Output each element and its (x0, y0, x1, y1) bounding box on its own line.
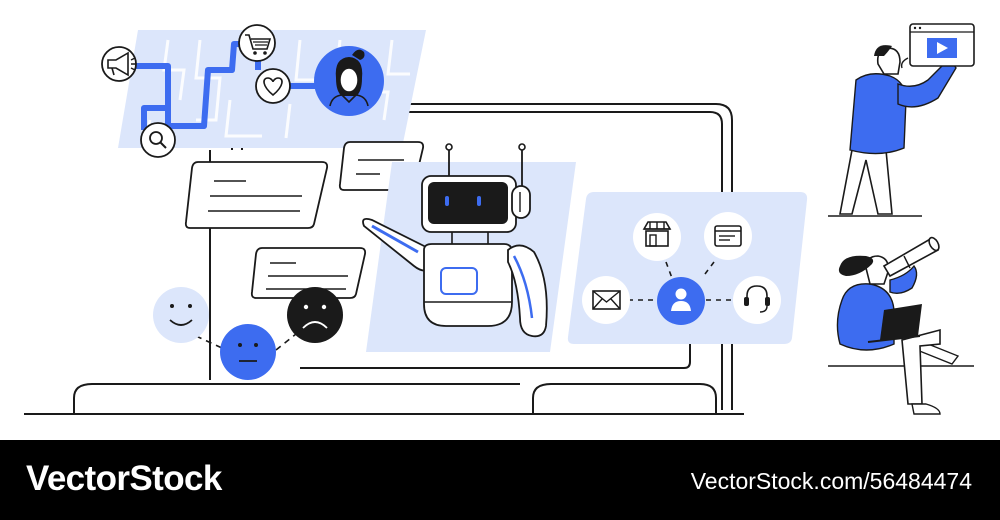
store-icon (633, 213, 681, 261)
neutral-face-icon (220, 324, 276, 380)
emoji-connectors (195, 333, 297, 351)
laptop-icon (867, 304, 922, 343)
robot-icon (362, 143, 576, 352)
image-credit[interactable]: VectorStock.com/56484474 (690, 468, 972, 494)
megaphone-icon (101, 46, 137, 82)
chat-bubble-middle (250, 247, 367, 299)
user-icon (657, 277, 705, 325)
cart-icon (238, 24, 276, 62)
mail-icon (582, 276, 630, 324)
illustration (24, 23, 975, 415)
telescope-icon (882, 236, 940, 278)
heart-icon (255, 68, 291, 104)
browser-window-icon (704, 212, 752, 260)
person-with-telescope (828, 236, 974, 415)
user-avatar-icon (314, 46, 384, 116)
chat-bubble-large (184, 161, 329, 229)
happy-face-icon (153, 287, 209, 343)
person-holding-screen (828, 23, 975, 217)
video-play-icon (909, 23, 975, 67)
search-icon (140, 122, 176, 158)
brand-logo-text[interactable]: VectorStock (26, 459, 222, 498)
headset-icon (733, 276, 781, 324)
sad-face-icon (287, 287, 343, 343)
footer-bar: VectorStock VectorStock.com/56484474 (0, 440, 1000, 520)
